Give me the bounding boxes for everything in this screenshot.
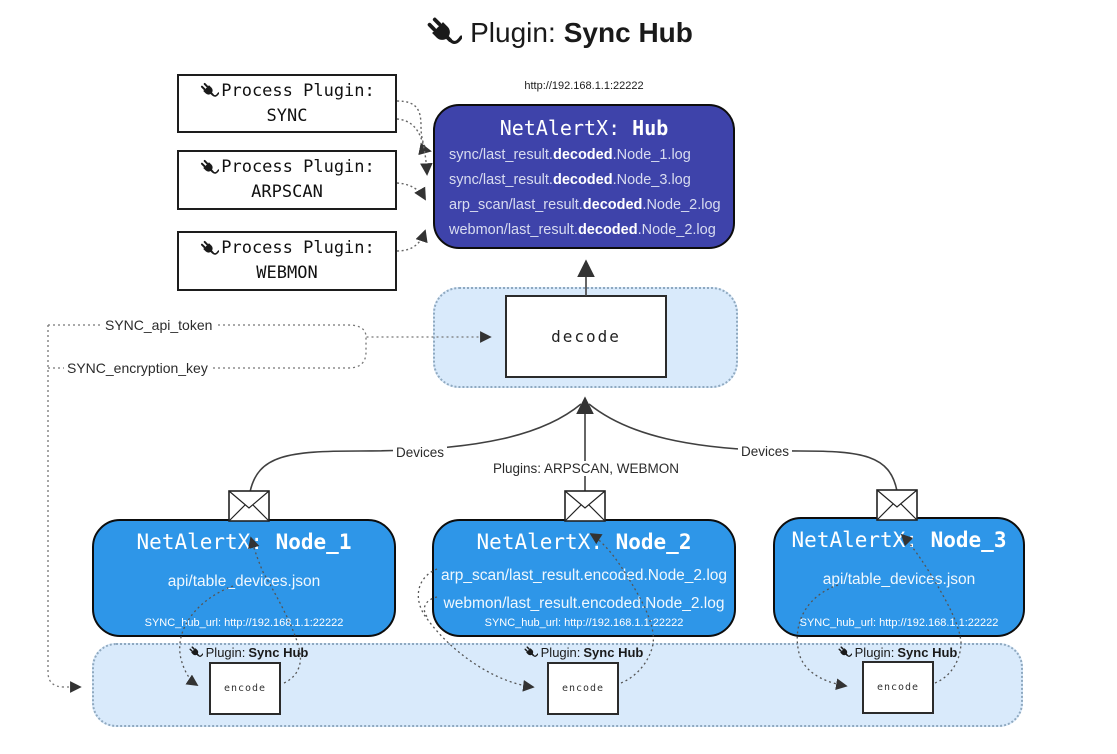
plug-icon: [199, 239, 219, 259]
title-bold: Sync Hub: [563, 17, 693, 48]
edge-label-devices-left: Devices: [392, 445, 448, 460]
hub-title-prefix: NetAlertX:: [499, 116, 633, 140]
netalertx-node2-box: NetAlertX: Node_2 arp_scan/last_result.e…: [432, 519, 736, 637]
netalertx-node1-box: NetAlertX: Node_1 api/table_devices.json…: [92, 519, 396, 637]
process-plugin-arpscan-box: Process Plugin: ARPSCAN: [177, 150, 397, 210]
title-prefix: Plugin:: [470, 17, 556, 48]
hub-log-line: sync/last_result.decoded.Node_1.log: [449, 147, 691, 163]
node-file-line: webmon/last_result.encoded.Node_2.log: [443, 595, 725, 612]
node-file-line: api/table_devices.json: [822, 571, 976, 588]
page-title: Plugin: Sync Hub: [0, 14, 1117, 52]
process-plugin-name: SYNC: [266, 105, 308, 126]
hub-log-line: arp_scan/last_result.decoded.Node_2.log: [449, 197, 721, 213]
sync-api-token-label: SYNC_api_token: [102, 317, 216, 333]
plugin-hub-edges: [396, 100, 433, 252]
plug-icon: [523, 645, 538, 660]
bar-plugin-label: Plugin: Sync Hub: [173, 645, 323, 660]
process-plugin-name: WEBMON: [256, 263, 318, 283]
node-file-line: arp_scan/last_result.encoded.Node_2.log: [440, 567, 728, 584]
netalertx-node3-box: NetAlertX: Node_3 api/table_devices.json…: [773, 517, 1025, 637]
process-plugin-title: Process Plugin:: [221, 80, 375, 101]
process-plugin-sync-box: Process Plugin: SYNC: [177, 74, 397, 133]
process-plugin-title: Process Plugin:: [221, 238, 375, 259]
plug-icon: [424, 14, 462, 52]
process-plugin-webmon-box: Process Plugin: WEBMON: [177, 231, 397, 291]
hub-title: NetAlertX: Hub: [435, 116, 733, 140]
node-title: NetAlertX: Node_2: [476, 530, 692, 554]
hub-log-lines: sync/last_result.decoded.Node_1.log sync…: [435, 143, 733, 243]
hub-title-bold: Hub: [632, 116, 669, 140]
node-hub-url: SYNC_hub_url: http://192.168.1.1:22222: [144, 617, 344, 629]
bar-plugin-label: Plugin: Sync Hub: [508, 645, 658, 660]
sync-encryption-key-label: SYNC_encryption_key: [64, 360, 211, 376]
node-hub-url: SYNC_hub_url: http://192.168.1.1:22222: [484, 617, 684, 629]
bar-plugin-label: Plugin: Sync Hub: [822, 645, 972, 660]
plug-icon: [199, 158, 219, 178]
encode-box: encode: [862, 661, 934, 714]
encode-box: encode: [209, 662, 281, 715]
plug-icon: [188, 645, 203, 660]
node-hub-url: SYNC_hub_url: http://192.168.1.1:22222: [799, 617, 999, 629]
plug-icon: [199, 81, 219, 101]
node-title: NetAlertX: Node_1: [136, 530, 352, 554]
plug-icon: [837, 645, 852, 660]
decode-box: decode: [505, 295, 667, 378]
node-title: NetAlertX: Node_3: [791, 528, 1007, 552]
encode-box: encode: [547, 662, 619, 715]
hub-log-line: webmon/last_result.decoded.Node_2.log: [449, 222, 716, 238]
node-file-line: api/table_devices.json: [167, 573, 321, 590]
hub-url-label: http://192.168.1.1:22222: [524, 80, 644, 92]
hub-log-line: sync/last_result.decoded.Node_3.log: [449, 172, 691, 188]
netalertx-hub-box: NetAlertX: Hub sync/last_result.decoded.…: [433, 104, 735, 249]
edge-label-devices-right: Devices: [737, 444, 793, 459]
edge-label-plugins: Plugins: ARPSCAN, WEBMON: [489, 461, 683, 476]
process-plugin-title: Process Plugin:: [221, 157, 375, 178]
process-plugin-name: ARPSCAN: [251, 182, 323, 202]
